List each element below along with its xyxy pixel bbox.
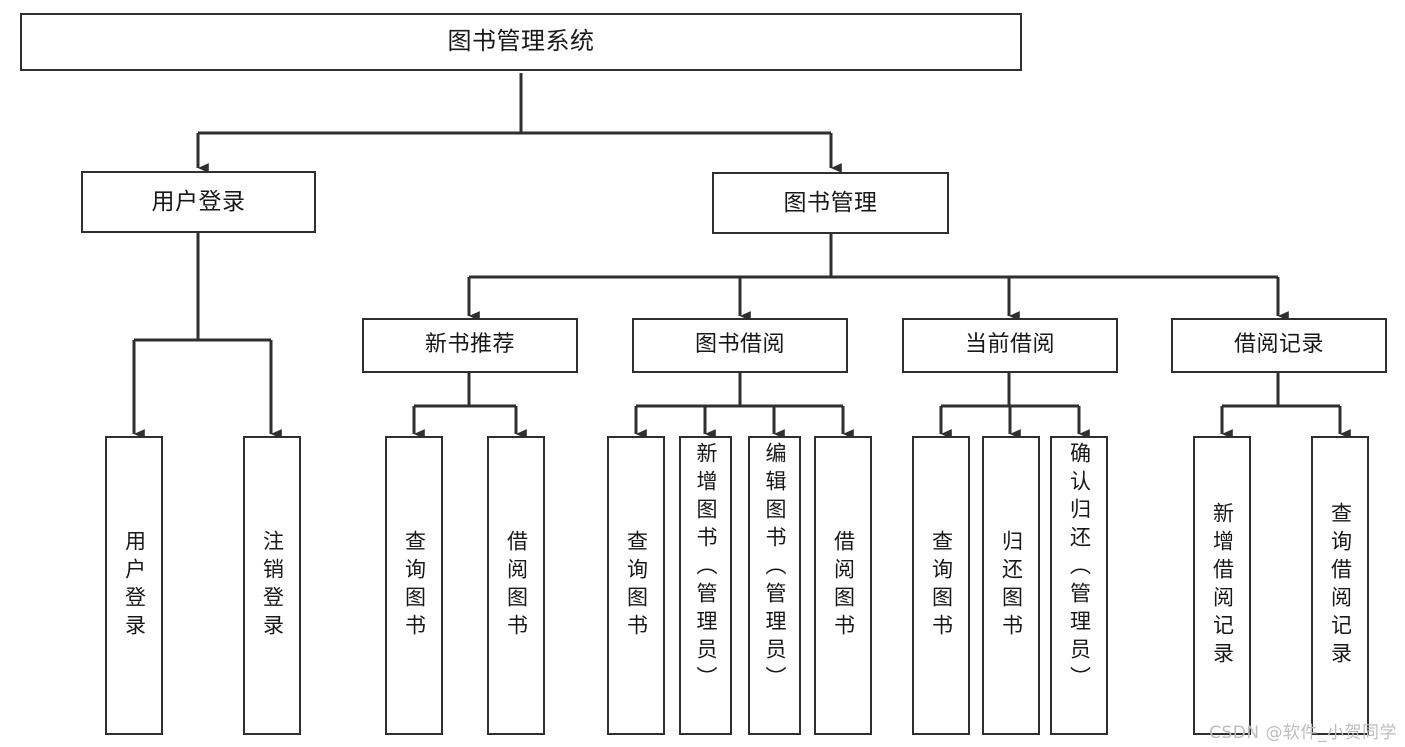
node-label: 注销登录 — [260, 529, 285, 642]
node-label: 用户登录 — [122, 529, 147, 642]
node-label: 编辑图书（管理员） — [763, 442, 787, 694]
node-label: 查询图书 — [929, 529, 954, 642]
leaf-add-book[interactable]: 新增图书（管理员） — [679, 436, 732, 735]
node-label: 图书管理系统 — [447, 27, 595, 56]
csdn-watermark: CSDN @软件_小贺同学 — [1209, 723, 1397, 743]
leaf-edit-book[interactable]: 编辑图书（管理员） — [748, 436, 801, 735]
node-label: 归还图书 — [999, 529, 1024, 642]
leaf-query-book-2[interactable]: 查询图书 — [607, 436, 665, 735]
node-label: 查询借阅记录 — [1328, 501, 1353, 670]
leaf-confirm-return[interactable]: 确认归还（管理员） — [1050, 436, 1108, 735]
node-label: 借阅图书 — [504, 529, 529, 642]
leaf-user-logout[interactable]: 注销登录 — [243, 436, 301, 735]
node-new-book-recommend[interactable]: 新书推荐 — [362, 318, 578, 373]
node-label: 借阅记录 — [1233, 332, 1324, 358]
leaf-add-borrow-record[interactable]: 新增借阅记录 — [1193, 436, 1251, 735]
node-user-login[interactable]: 用户登录 — [81, 171, 316, 233]
node-root-book-management-system[interactable]: 图书管理系统 — [20, 13, 1022, 71]
node-book-management[interactable]: 图书管理 — [712, 172, 949, 234]
node-current-borrow[interactable]: 当前借阅 — [902, 318, 1118, 373]
node-label: 查询图书 — [402, 529, 427, 642]
leaf-user-login[interactable]: 用户登录 — [105, 436, 163, 735]
node-label: 查询图书 — [624, 529, 649, 642]
node-label: 当前借阅 — [964, 332, 1055, 358]
leaf-query-book-1[interactable]: 查询图书 — [385, 436, 443, 735]
node-label: 图书借阅 — [694, 332, 785, 358]
leaf-borrow-book-2[interactable]: 借阅图书 — [814, 436, 872, 735]
leaf-query-book-3[interactable]: 查询图书 — [912, 436, 970, 735]
node-label: 新增图书（管理员） — [694, 442, 718, 694]
node-label: 借阅图书 — [831, 529, 856, 642]
leaf-return-book[interactable]: 归还图书 — [982, 436, 1040, 735]
node-label: 图书管理 — [783, 189, 878, 216]
node-book-borrow[interactable]: 图书借阅 — [632, 318, 848, 373]
node-label: 确认归还（管理员） — [1067, 442, 1092, 694]
node-borrow-record[interactable]: 借阅记录 — [1171, 318, 1387, 373]
node-label: 新增借阅记录 — [1210, 501, 1235, 670]
leaf-borrow-book-1[interactable]: 借阅图书 — [487, 436, 545, 735]
node-label: 用户登录 — [151, 188, 246, 215]
leaf-query-borrow-record[interactable]: 查询借阅记录 — [1311, 436, 1369, 735]
node-label: 新书推荐 — [424, 332, 515, 358]
